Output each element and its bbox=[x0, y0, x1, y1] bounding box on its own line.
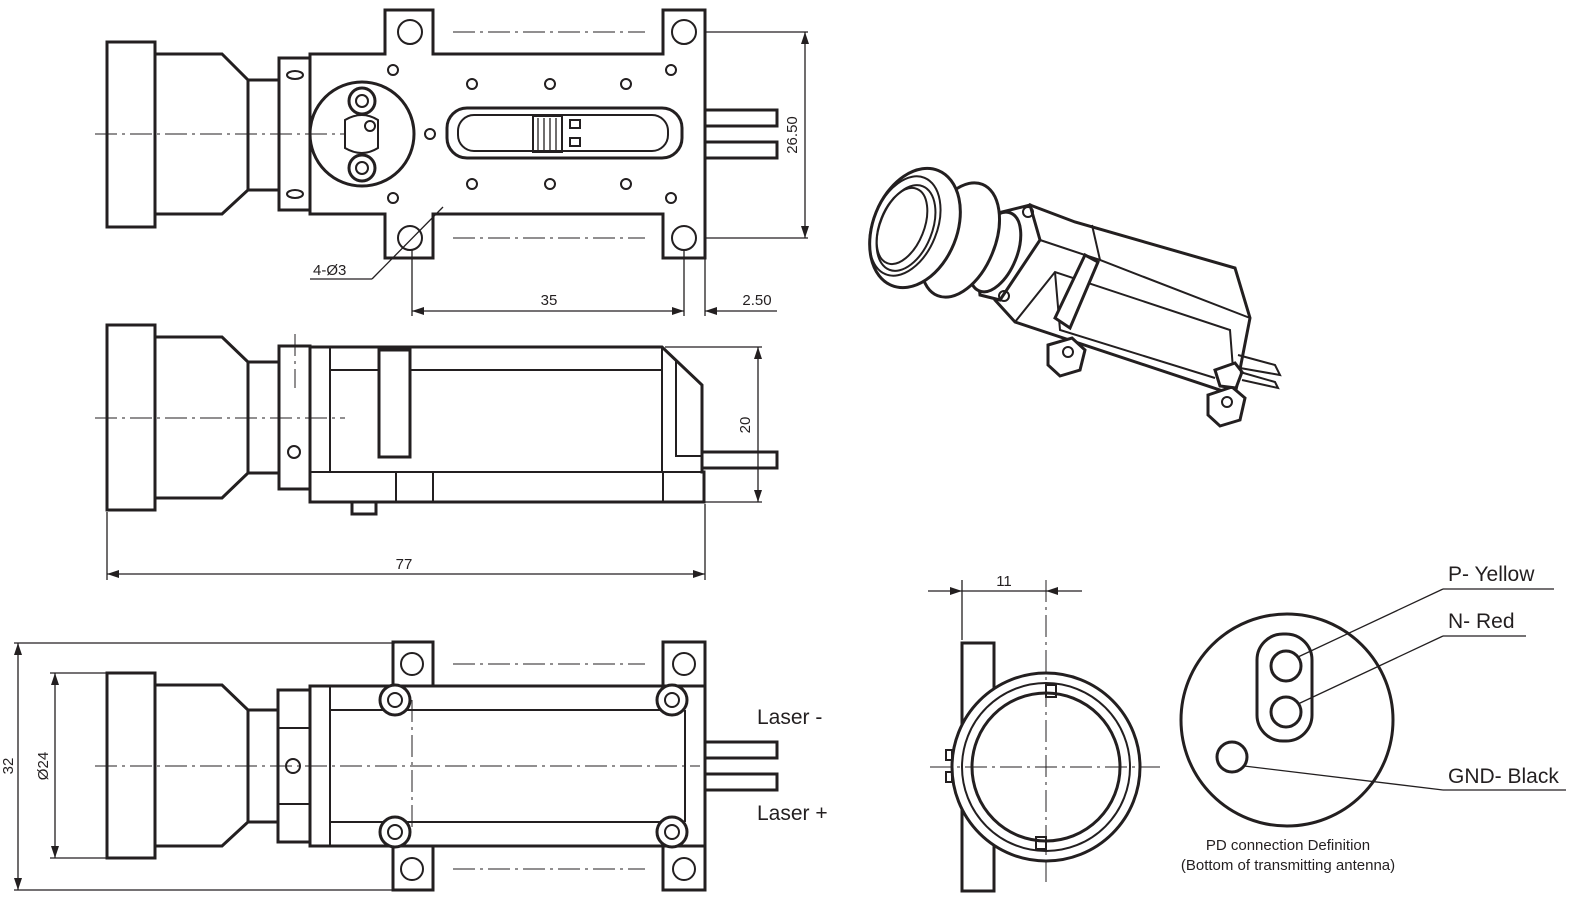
end-view: 11 bbox=[928, 573, 1160, 893]
label-gnd-black: GND- Black bbox=[1448, 765, 1559, 788]
pd-subtitle: (Bottom of transmitting antenna) bbox=[1181, 857, 1395, 874]
dim-32: 32 bbox=[0, 758, 17, 775]
dim-11: 11 bbox=[996, 573, 1012, 590]
dim-35: 35 bbox=[541, 292, 558, 309]
label-n-red: N- Red bbox=[1448, 610, 1515, 633]
dim-2-50: 2.50 bbox=[742, 292, 771, 309]
dim-dia-24: Ø24 bbox=[35, 752, 52, 780]
pd-connection: P- Yellow N- Red GND- Black PD connectio… bbox=[1179, 563, 1566, 874]
bottom-view: Laser - Laser + 32 Ø24 bbox=[0, 640, 828, 892]
label-laser-minus: Laser - bbox=[757, 706, 822, 729]
pd-title: PD connection Definition bbox=[1206, 837, 1370, 854]
dim-26-50: 26.50 bbox=[784, 116, 801, 154]
label-laser-plus: Laser + bbox=[757, 802, 828, 825]
dim-20: 20 bbox=[737, 417, 754, 434]
dim-77: 77 bbox=[396, 556, 413, 573]
label-p-yellow: P- Yellow bbox=[1448, 563, 1535, 586]
side-view: 20 77 bbox=[95, 323, 779, 580]
dim-holes: 4-Ø3 bbox=[313, 262, 346, 279]
top-view: 26.50 4-Ø3 35 2.50 bbox=[95, 8, 809, 316]
isometric-view bbox=[868, 166, 1282, 428]
